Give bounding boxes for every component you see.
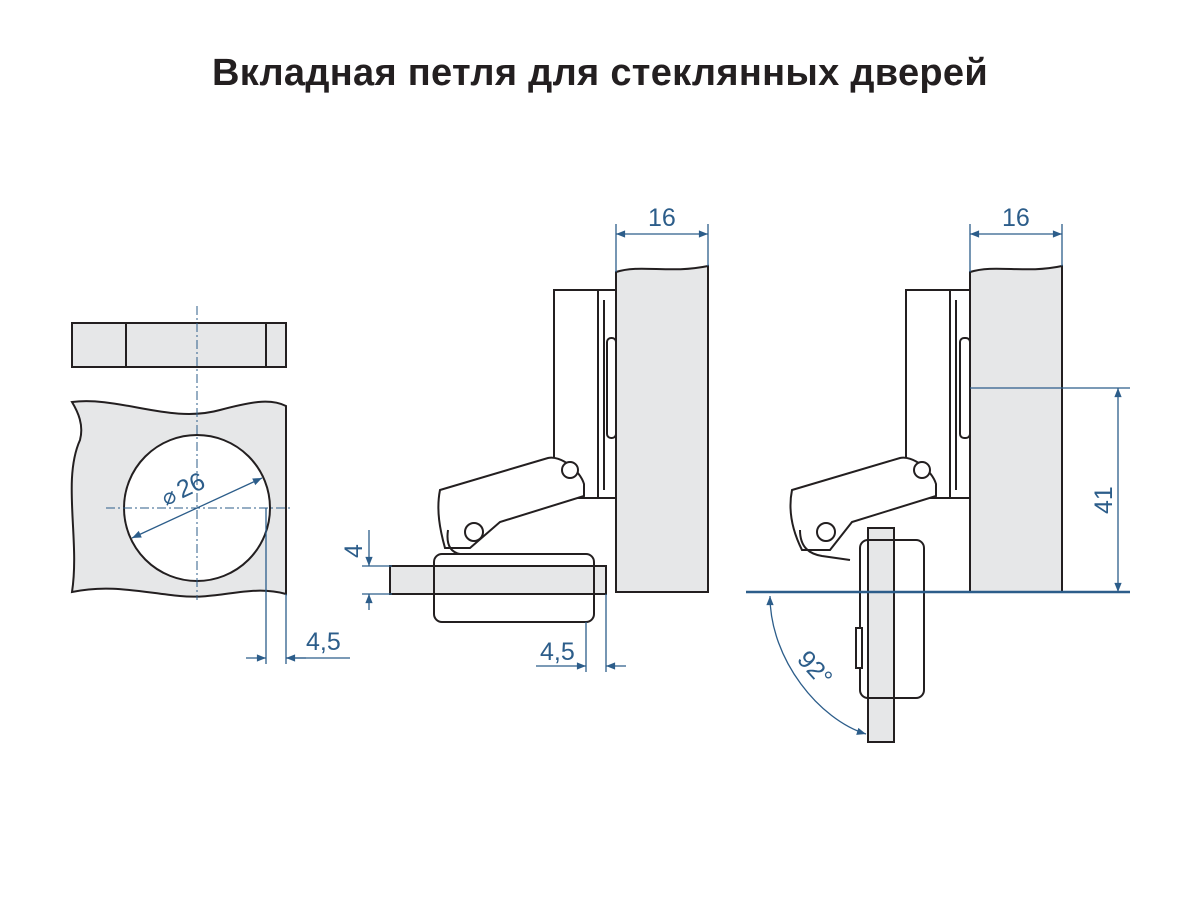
closed-hinge-view: 4 4,5 16: [340, 204, 709, 672]
offset-left-label: 4,5: [306, 628, 341, 656]
opening-angle-arc: [766, 595, 867, 735]
glass-door: [389, 565, 607, 595]
diameter-dimension-line: [131, 477, 263, 539]
cabinet-side-panel: [615, 264, 709, 593]
height-right-label: 41: [1090, 486, 1118, 514]
cabinet-side-panel-open: [969, 264, 1063, 593]
open-hinge-view: 92° 41 16: [746, 204, 1130, 743]
width-right-label: 16: [1002, 204, 1030, 232]
glass-door-open: [867, 527, 895, 743]
opening-angle-label: 92°: [792, 645, 838, 692]
cup-hole-view: ⌀26 4,5: [70, 306, 350, 664]
overlay-height-label: 4: [340, 544, 368, 558]
width-middle-label: 16: [648, 204, 676, 232]
pivot-upper: [561, 461, 579, 479]
drawing-title: Вкладная петля для стеклянных дверей: [211, 52, 989, 94]
panel-edge-view: [71, 322, 287, 368]
offset-middle-label: 4,5: [540, 638, 575, 666]
pivot-lower: [464, 522, 484, 542]
